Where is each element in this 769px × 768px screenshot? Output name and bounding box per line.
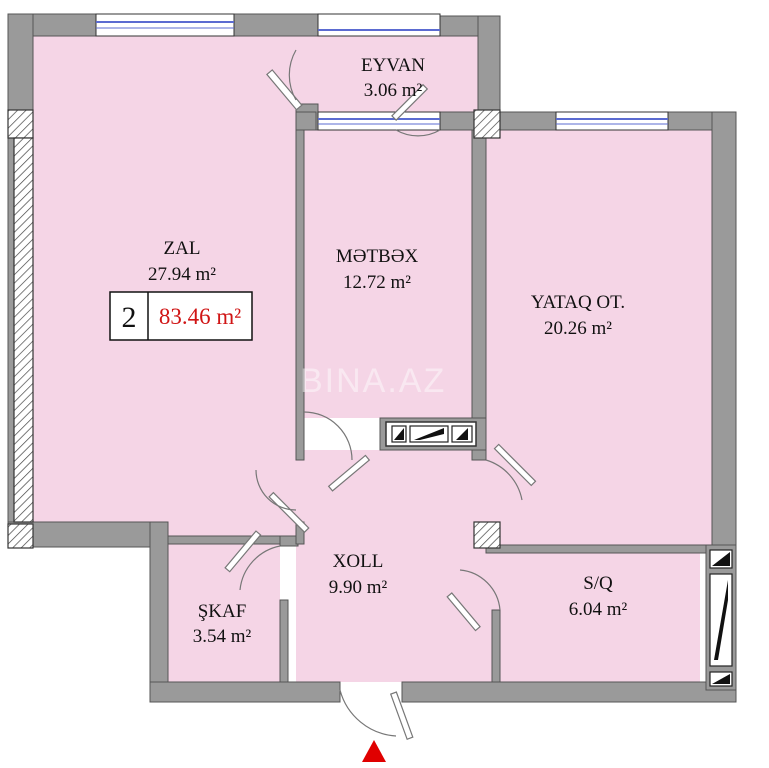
rooms-count: 2 [122,301,137,334]
wall [149,681,341,703]
room-area-xoll: 9.90 m² [329,577,388,598]
door-swing-icon [391,83,441,137]
watermark: BINA.AZ [300,362,446,400]
room-name-yataq: YATAQ OT. [531,292,625,313]
room-area-zal: 27.94 m² [148,264,216,285]
room-area-metbex: 12.72 m² [343,272,411,293]
column-hatch-icon [7,109,34,139]
wall [149,521,169,703]
room-name-eyvan: EYVAN [361,55,425,76]
bathroom-shaft [705,544,737,691]
door-swing-icon [303,411,371,492]
room-name-xoll: XOLL [333,551,384,572]
room-labels: ZAL 27.94 m² EYVAN 3.06 m² MƏTBƏX 12.72 … [148,55,628,647]
room-floors [33,36,712,682]
windows [95,13,669,131]
door-swing-icon [224,530,281,591]
window-icon [555,111,669,131]
wall [295,129,305,461]
wall [279,599,289,683]
window-icon [317,13,441,37]
wall [471,129,487,461]
door-swing-icon [255,469,310,534]
total-area-badge: 2 83.46 m² [109,291,253,341]
yataq-floor [486,130,712,545]
door-swing-icon [485,443,537,501]
metbex-floor [304,130,472,418]
wall [485,544,713,554]
entrance-arrow-icon [362,740,386,762]
room-area-yataq: 20.26 m² [544,318,612,339]
wall [295,111,317,131]
room-name-skaf: ŞKAF [198,601,247,622]
eyvan-floor [296,36,478,112]
zal-floor [33,36,296,522]
door-swing-icon [266,49,303,111]
room-name-metbex: MƏTBƏX [336,246,419,267]
kitchen-shaft [385,421,477,447]
column-hatch-icon [7,523,34,549]
room-name-zal: ZAL [164,238,201,259]
door-swing-icon [339,689,414,740]
window-icon [317,111,441,131]
column-hatch-icon [473,521,501,549]
door-swing-icon [446,569,501,632]
room-area-eyvan: 3.06 m² [364,80,423,101]
doors [224,49,537,740]
window-icon [95,13,235,37]
wall [401,681,737,703]
wall [491,609,501,683]
room-area-skaf: 3.54 m² [193,626,252,647]
xoll-floor [168,450,500,682]
total-area-value: 83.46 m² [159,304,241,329]
column-hatch-icon [473,109,501,139]
wall [167,535,281,545]
sq-floor [500,552,700,682]
columns [7,109,501,549]
room-area-sq: 6.04 m² [569,599,628,620]
column-hatch-icon [13,137,34,523]
room-name-sq: S/Q [583,573,613,594]
skaf-floor [168,540,280,682]
wall [279,535,299,547]
